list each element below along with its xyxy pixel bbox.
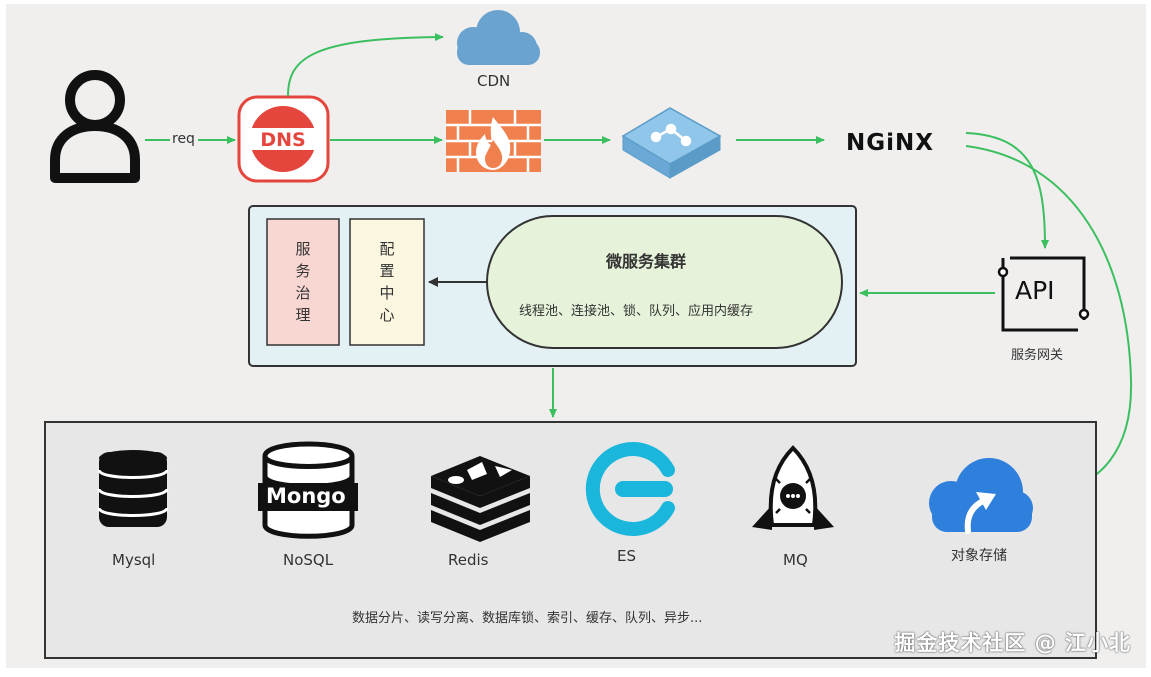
storage-label-nosql: NoSQL <box>283 551 334 569</box>
object-storage-label: 对象存储 <box>951 548 1007 564</box>
governance-label: 服务治理 <box>295 240 311 324</box>
microservice-pill <box>486 215 843 349</box>
cdn-label: CDN <box>477 72 511 90</box>
config-center-box <box>349 218 425 346</box>
user-icon <box>50 70 140 183</box>
cdn-cloud-icon <box>457 10 540 65</box>
storage-layer-box <box>44 421 1097 659</box>
rocketmq-icon <box>752 445 834 530</box>
req-label: req <box>172 131 195 147</box>
arrow-nginx-to-api <box>965 132 1049 249</box>
mongo-icon-text: Mongo <box>266 484 346 508</box>
storage-label-mysql: Mysql <box>112 551 156 569</box>
api-gateway-icon <box>997 256 1090 332</box>
load-balancer-icon <box>621 107 722 179</box>
redis-icon <box>431 456 530 542</box>
elasticsearch-icon <box>585 442 675 536</box>
config-center-label: 配置中心 <box>379 240 395 324</box>
database-icon <box>97 450 169 527</box>
cluster-subtitle: 线程池、连接池、锁、队列、应用内缓存 <box>519 304 754 319</box>
arrow-dns-to-cdn <box>287 33 444 97</box>
storage-label-es: ES <box>617 547 636 565</box>
svg-text:DNS: DNS <box>260 129 305 151</box>
dns-text: NGiNX <box>846 130 934 156</box>
storage-label-redis: Redis <box>448 551 489 569</box>
governance-box <box>266 218 340 346</box>
mongo-icon <box>258 441 358 539</box>
api-icon-text: API <box>1015 276 1055 305</box>
watermark: 掘金技术社区 @ 江小北 <box>894 631 1131 655</box>
firewall-icon <box>446 110 541 172</box>
dns-icon: DNS <box>237 95 330 183</box>
cluster-title: 微服务集群 <box>606 252 687 271</box>
storage-label-mq: MQ <box>783 551 808 569</box>
object-storage-cloud-icon <box>929 458 1033 534</box>
storage-footer-text: 数据分片、读写分离、数据库锁、索引、缓存、队列、异步... <box>352 611 703 626</box>
api-gateway-label: 服务网关 <box>1011 348 1064 363</box>
